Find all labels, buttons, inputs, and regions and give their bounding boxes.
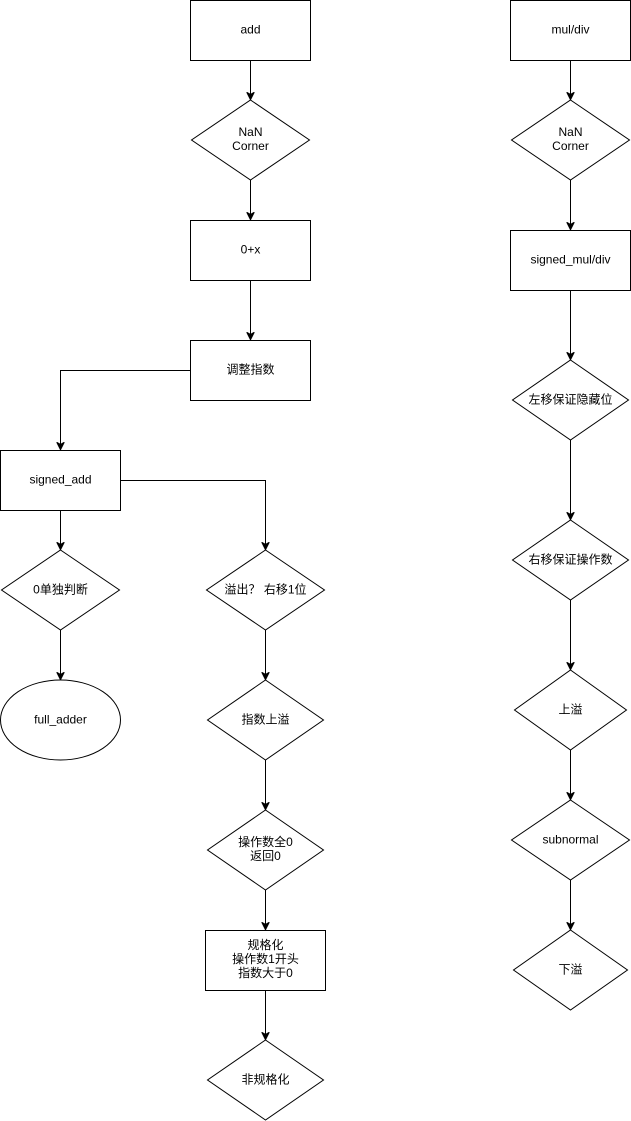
node-label: 下溢 xyxy=(558,963,582,977)
node-full-adder: full_adder xyxy=(0,679,121,761)
node-label: 调整指数 xyxy=(226,362,274,377)
node-label: 0+x xyxy=(241,243,261,257)
add-flow-edges xyxy=(61,60,266,1040)
node-label: add xyxy=(240,23,260,37)
node-label: Corner xyxy=(552,139,589,153)
node-label: 指数上溢 xyxy=(241,712,289,727)
edge-adjust-exponent-to-signed-add xyxy=(61,370,191,450)
node-normalize: 规格化 操作数1开头 指数大于0 xyxy=(205,930,326,991)
decision-diamond xyxy=(511,519,630,601)
node-label: signed_add xyxy=(29,473,91,487)
node-denormalize: 非规格化 xyxy=(206,1039,325,1121)
node-label: 操作数全0 xyxy=(238,834,293,849)
node-overflow-shift: 溢出？ 右移1位 xyxy=(205,549,326,631)
node-subnormal: subnormal xyxy=(510,799,631,881)
decision-diamond xyxy=(206,809,325,891)
decision-diamond xyxy=(512,929,629,1011)
node-right-shift: 右移保证操作数 xyxy=(511,519,630,601)
node-operand-zero: 操作数全0 返回0 xyxy=(206,809,325,891)
decision-diamond xyxy=(0,549,121,631)
node-nan-corner-add: NaN Corner xyxy=(190,99,311,181)
process-box xyxy=(510,230,631,291)
node-zero-plus-x: 0+x xyxy=(190,220,311,281)
node-exponent-overflow: 指数上溢 xyxy=(206,679,325,761)
node-label: Corner xyxy=(232,139,269,153)
node-overflow: 上溢 xyxy=(513,669,628,751)
node-label: 返回0 xyxy=(250,849,281,863)
process-box xyxy=(190,0,311,61)
node-label: NaN xyxy=(558,125,582,139)
node-add: add xyxy=(190,0,311,61)
edge-signed-add-to-overflow-shift xyxy=(120,480,266,550)
node-label: 上溢 xyxy=(558,703,582,717)
node-label: 0单独判断 xyxy=(33,582,88,597)
process-box xyxy=(205,930,326,991)
node-label: 操作数1开头 xyxy=(232,951,299,966)
node-mul-div: mul/div xyxy=(510,0,631,61)
node-label: 右移保证操作数 xyxy=(528,552,612,567)
node-label: 规格化 xyxy=(247,937,283,952)
decision-diamond xyxy=(205,549,326,631)
node-label: 溢出？ 右移1位 xyxy=(224,582,306,597)
node-label: mul/div xyxy=(551,23,589,37)
decision-diamond xyxy=(511,359,630,441)
process-box xyxy=(190,220,311,281)
node-label: full_adder xyxy=(34,713,87,727)
node-label: signed_mul/div xyxy=(530,253,610,267)
node-nan-corner-mul-div: NaN Corner xyxy=(510,99,631,181)
decision-diamond xyxy=(206,679,325,761)
node-label: 左移保证隐藏位 xyxy=(528,392,612,407)
decision-diamond xyxy=(510,99,631,181)
node-underflow: 下溢 xyxy=(512,929,629,1011)
decision-diamond xyxy=(206,1039,325,1121)
node-label: 指数大于0 xyxy=(238,965,293,980)
node-signed-mul-div: signed_mul/div xyxy=(510,230,631,291)
node-label: subnormal xyxy=(542,833,598,847)
node-adjust-exponent: 调整指数 xyxy=(190,340,311,401)
decision-diamond xyxy=(513,669,628,751)
decision-diamond xyxy=(510,799,631,881)
node-left-shift: 左移保证隐藏位 xyxy=(511,359,630,441)
node-zero-check: 0单独判断 xyxy=(0,549,121,631)
terminal-ellipse xyxy=(0,679,121,761)
node-label: 非规格化 xyxy=(241,1072,289,1087)
node-signed-add: signed_add xyxy=(0,450,121,511)
decision-diamond xyxy=(190,99,311,181)
process-box xyxy=(0,450,121,511)
node-label: NaN xyxy=(238,125,262,139)
process-box xyxy=(190,340,311,401)
